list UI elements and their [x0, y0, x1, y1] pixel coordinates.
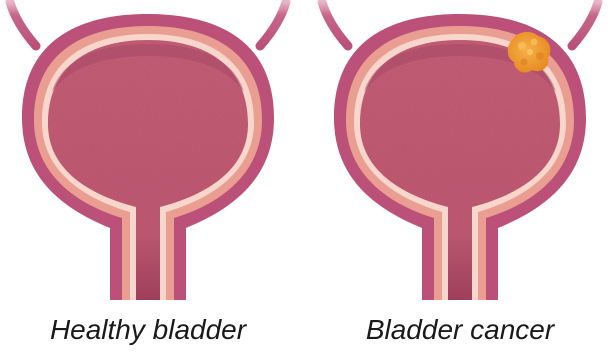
bladder-cancer-caption: Bladder cancer	[366, 314, 554, 346]
healthy-bladder-caption: Healthy bladder	[50, 314, 246, 346]
healthy-bladder-illustration	[10, 2, 286, 300]
cancer-bladder-illustration	[322, 2, 598, 300]
